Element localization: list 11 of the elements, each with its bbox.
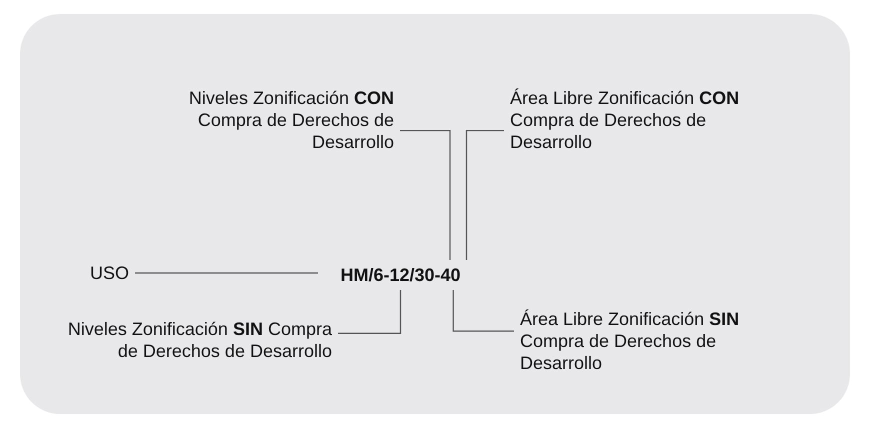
callout-text: Área Libre Zonificación SIN Compra de Derechos de Desarrollo xyxy=(520,308,782,374)
leader-line xyxy=(452,290,514,332)
callout-text: Área Libre Zonificación CON Compra de Derechos de Desarrollo xyxy=(510,87,772,153)
callout-text: Niveles Zonificación SIN Compra de Derechos de Desarrollo xyxy=(50,318,332,362)
zoning-code: HM/6-12/30-40 xyxy=(318,260,483,290)
callout-text: USO xyxy=(90,262,130,284)
leader-line xyxy=(400,130,451,260)
leader-line xyxy=(466,130,504,260)
leader-line xyxy=(338,290,402,334)
callout-text: Niveles Zonificación CON Compra de Derechos de Desarrollo xyxy=(132,87,394,153)
leader-line xyxy=(135,272,318,274)
